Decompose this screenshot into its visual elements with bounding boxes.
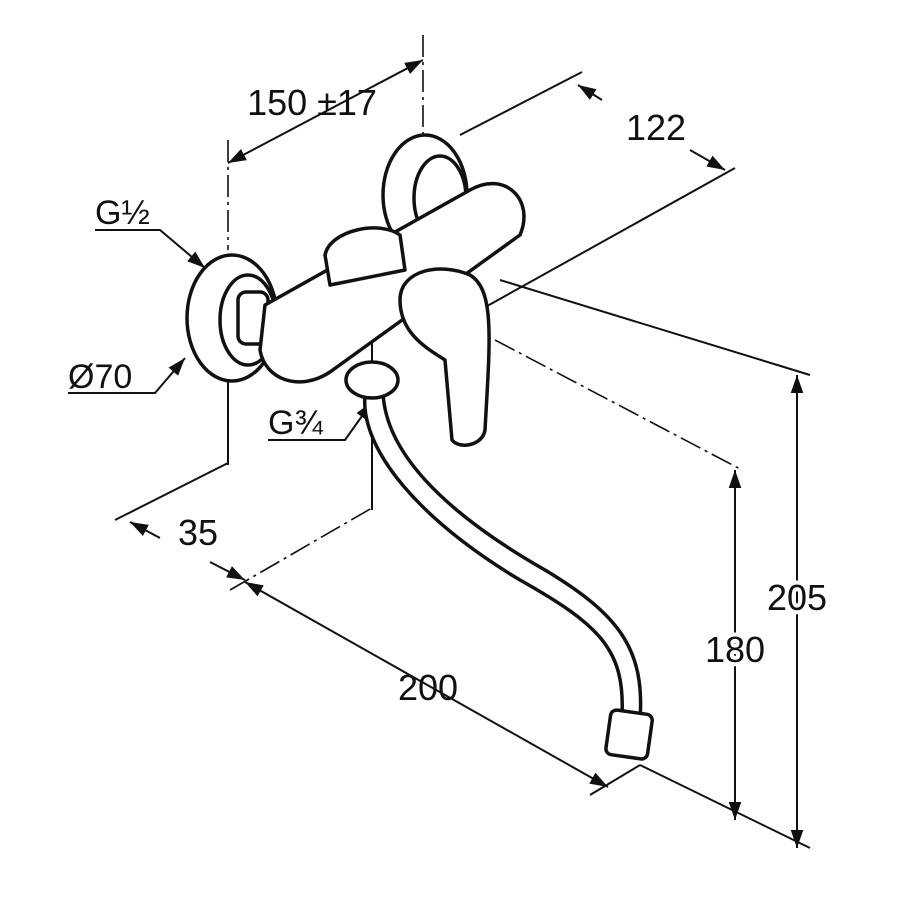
dim-line-spout-reach (244, 581, 609, 788)
label-rosette-diameter: Ø70 (68, 358, 132, 396)
outlet-nut (344, 360, 400, 400)
leader-outlet-thread (268, 401, 373, 441)
lever-handle (398, 267, 491, 447)
dim-line-offset-a (129, 521, 161, 539)
dim-line-depth-a (577, 84, 603, 101)
label-wall-offset: 35 (178, 512, 218, 553)
leader-inlet-thread (95, 229, 206, 269)
label-spout-height: 180 (705, 629, 765, 670)
faucet-illustration (185, 133, 654, 761)
label-spout-reach: 200 (398, 667, 458, 708)
dim-line-offset-b (209, 561, 246, 581)
label-depth: 122 (626, 107, 686, 148)
cartridge-cap (323, 226, 407, 287)
dimension-labels: 150 ±17 122 G½ Ø70 G¾ 35 200 180 205 (68, 82, 831, 708)
label-spacing: 150 ±17 (247, 82, 377, 123)
leader-rosette (68, 357, 186, 394)
extension-lines (114, 35, 811, 849)
label-total-height: 205 (767, 577, 827, 618)
aerator (604, 708, 654, 761)
label-outlet-thread: G¾ (268, 404, 323, 442)
dim-line-depth-b (689, 149, 726, 171)
label-inlet-thread: G½ (95, 194, 150, 232)
dimension-lines (68, 59, 804, 848)
dim-line-spacing (227, 59, 424, 164)
